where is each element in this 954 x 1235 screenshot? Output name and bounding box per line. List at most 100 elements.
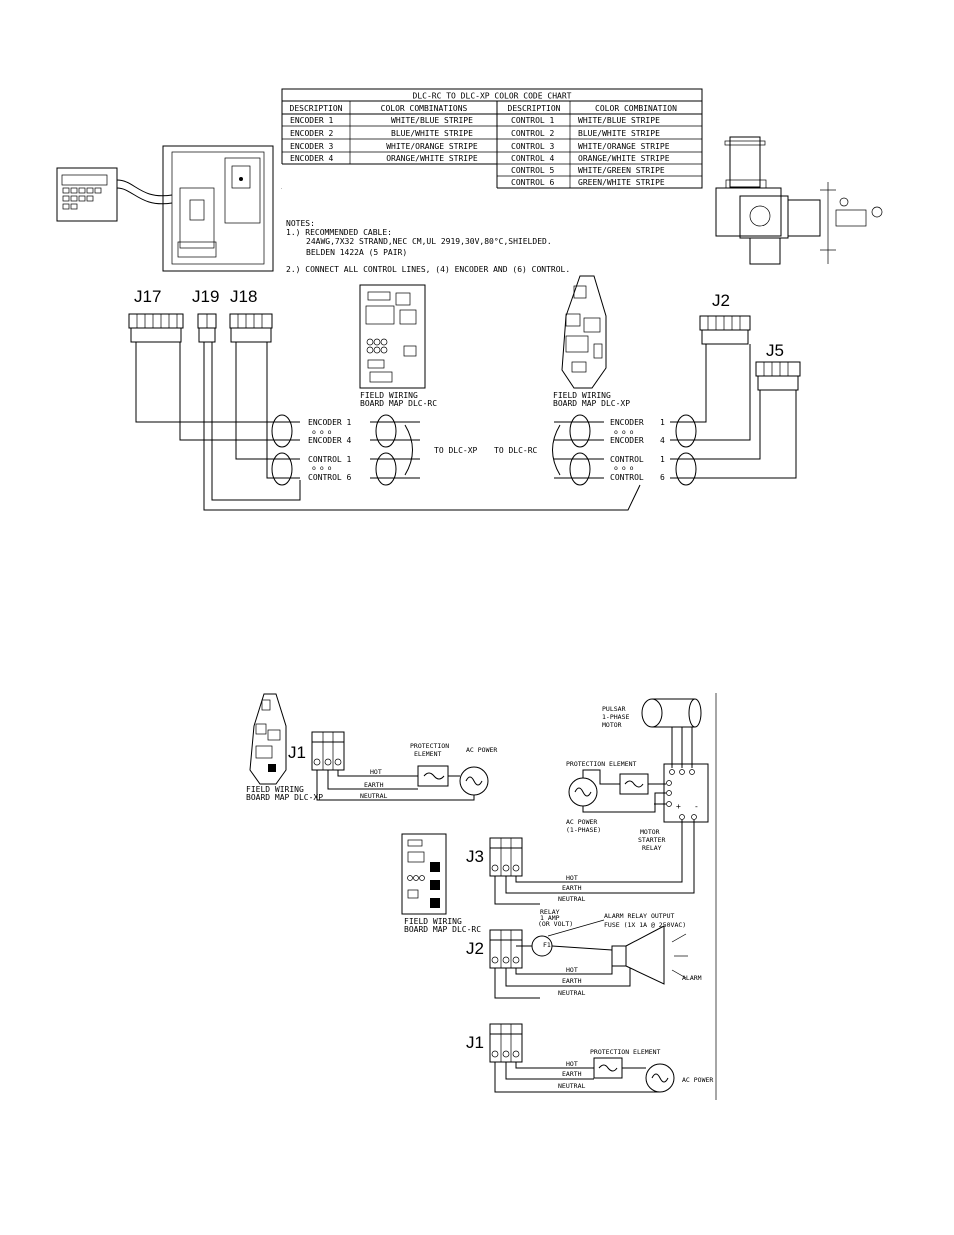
chart-cell: WHITE/ORANGE STRIPE bbox=[578, 142, 670, 151]
notes-line: 24AWG,7X32 STRAND,NEC CM,UL 2919,30V,80°… bbox=[306, 237, 552, 246]
relay-label-3: (OR VOLT) bbox=[538, 920, 573, 928]
notes: NOTES: 1.) RECOMMENDED CABLE: 24AWG,7X32… bbox=[286, 219, 570, 274]
chart-cell: CONTROL 1 bbox=[511, 116, 555, 125]
earth-label: EARTH bbox=[562, 1070, 582, 1078]
terminal-block-j3 bbox=[489, 837, 523, 877]
connector-label-j5: J5 bbox=[766, 341, 784, 360]
chart-cell: BLUE/WHITE STRIPE bbox=[391, 129, 473, 138]
wire-label: CONTROL 6 bbox=[308, 473, 352, 482]
pump-illustration bbox=[715, 136, 883, 265]
connector-label-j2: J2 bbox=[466, 939, 484, 958]
wire-label: CONTROL bbox=[610, 455, 644, 464]
alarm-horn bbox=[611, 925, 688, 985]
rc-board-caption-1: FIELD WIRING bbox=[404, 917, 462, 926]
hot-label: HOT bbox=[566, 874, 578, 882]
chart-cell: GREEN/WHITE STRIPE bbox=[578, 178, 665, 187]
chart-header-color-right: COLOR COMBINATION bbox=[595, 104, 677, 113]
pulsar-label-3: MOTOR bbox=[602, 721, 622, 729]
chart-cell: CONTROL 2 bbox=[511, 129, 555, 138]
rc-board-caption-2: BOARD MAP DLC-RC bbox=[360, 399, 437, 408]
neutral-label: NEUTRAL bbox=[558, 989, 585, 997]
connector-label-j19: J19 bbox=[192, 287, 219, 306]
alarm-output-label-2: FUSE (1X 1A @ 250VAC) bbox=[604, 921, 686, 929]
wire-label: ENCODER 4 bbox=[308, 436, 352, 445]
remote-controller-illustration bbox=[56, 167, 173, 222]
chart-cell: ORANGE/WHITE STRIPE bbox=[386, 154, 478, 163]
connector-label-j17: J17 bbox=[134, 287, 161, 306]
chart-cell: ENCODER 2 bbox=[290, 129, 334, 138]
chart-cell: WHITE/ORANGE STRIPE bbox=[386, 142, 478, 151]
neutral-label: NEUTRAL bbox=[558, 1082, 585, 1090]
chart-cell: CONTROL 3 bbox=[511, 142, 555, 151]
chart-cell: WHITE/GREEN STRIPE bbox=[578, 166, 665, 175]
ac-power-label: AC POWER bbox=[682, 1076, 713, 1084]
chart-cell: CONTROL 6 bbox=[511, 178, 555, 187]
wire-dots: o o o bbox=[312, 428, 332, 436]
relay-label-2: 1 AMP bbox=[540, 914, 560, 922]
chart-cell: WHITE/BLUE STRIPE bbox=[578, 116, 660, 125]
notes-line: 1.) RECOMMENDED CABLE: bbox=[286, 228, 392, 237]
wire-label-num: 4 bbox=[660, 436, 665, 445]
dlc-xp-board-small bbox=[249, 693, 287, 785]
wire-label: CONTROL 1 bbox=[308, 455, 352, 464]
color-code-chart: DLC-RC TO DLC-XP COLOR CODE CHART DESCRI… bbox=[281, 88, 703, 189]
hot-label: HOT bbox=[370, 768, 382, 776]
wire-label: ENCODER bbox=[610, 436, 644, 445]
alarm-label: ALARM bbox=[682, 974, 702, 982]
protection-label-1: PROTECTION bbox=[410, 742, 449, 750]
motor-starter-relay bbox=[663, 763, 709, 823]
chart-cell: CONTROL 5 bbox=[511, 166, 555, 175]
power-wiring: J1 FIELD WIRING BOARD MAP DLC-XP PROTECT… bbox=[246, 693, 717, 1100]
connector-label-j1-top: J1 bbox=[288, 743, 306, 762]
pulsar-label-2: 1-PHASE bbox=[602, 713, 629, 721]
motor-label-1: MOTOR bbox=[640, 828, 660, 836]
connector-label-j18: J18 bbox=[230, 287, 257, 306]
wire-dots: o o o bbox=[312, 464, 332, 472]
xp-board-caption-2: BOARD MAP DLC-XP bbox=[553, 399, 630, 408]
connector-label-j1: J1 bbox=[466, 1033, 484, 1052]
relay-plus: + bbox=[676, 802, 681, 811]
connector-j2 bbox=[699, 315, 751, 345]
neutral-label: NEUTRAL bbox=[558, 895, 585, 903]
wire-label-num: 6 bbox=[660, 473, 665, 482]
alarm-output-label-1: ALARM RELAY OUTPUT bbox=[604, 912, 675, 920]
chart-cell: ENCODER 1 bbox=[290, 116, 334, 125]
hot-label: HOT bbox=[566, 966, 578, 974]
connector-label-j3: J3 bbox=[466, 847, 484, 866]
chart-header-description-right: DESCRIPTION bbox=[508, 104, 561, 113]
protection-element-label: PROTECTION ELEMENT bbox=[590, 1048, 661, 1056]
wire-dots: o o o bbox=[614, 464, 634, 472]
connector-j19 bbox=[197, 313, 217, 343]
xp-board-caption-1: FIELD WIRING bbox=[553, 391, 611, 400]
relay-minus: - bbox=[694, 802, 699, 811]
earth-label: EARTH bbox=[562, 884, 582, 892]
earth-label: EARTH bbox=[364, 781, 384, 789]
rc-board-caption-2: BOARD MAP DLC-RC bbox=[404, 925, 481, 934]
wire-label-num: 1 bbox=[660, 455, 665, 464]
connector-j5 bbox=[755, 361, 801, 391]
chart-cell: WHITE/BLUE STRIPE bbox=[391, 116, 473, 125]
protection-element-label: PROTECTION ELEMENT bbox=[566, 760, 637, 768]
to-dlc-xp-label: TO DLC-XP bbox=[434, 446, 478, 455]
chart-cell: ENCODER 4 bbox=[290, 154, 334, 163]
dlc-rc-board bbox=[359, 284, 426, 389]
neutral-label: NEUTRAL bbox=[360, 792, 387, 800]
wire-dots: o o o bbox=[614, 428, 634, 436]
ac-power-1ph-label-1: AC POWER bbox=[566, 818, 597, 826]
wire-label-num: 1 bbox=[660, 418, 665, 427]
chart-cell: BLUE/WHITE STRIPE bbox=[578, 129, 660, 138]
terminal-block-j1-top bbox=[311, 731, 345, 771]
pulsar-motor bbox=[641, 698, 702, 728]
dlc-rc-board-small bbox=[401, 833, 447, 915]
motor-label-2: STARTER bbox=[638, 836, 665, 844]
motor-label-3: RELAY bbox=[642, 844, 662, 852]
earth-label: EARTH bbox=[562, 977, 582, 985]
ac-power-label: AC POWER bbox=[466, 746, 497, 754]
fuse-label: F1 bbox=[543, 941, 551, 949]
dlc-xp-board bbox=[561, 275, 607, 389]
to-dlc-rc-label: TO DLC-RC bbox=[494, 446, 538, 455]
chart-cell: ORANGE/WHITE STRIPE bbox=[578, 154, 670, 163]
notes-line: 2.) CONNECT ALL CONTROL LINES, (4) ENCOD… bbox=[286, 265, 570, 274]
wire-label: ENCODER 1 bbox=[308, 418, 352, 427]
rc-board-caption-1: FIELD WIRING bbox=[360, 391, 418, 400]
